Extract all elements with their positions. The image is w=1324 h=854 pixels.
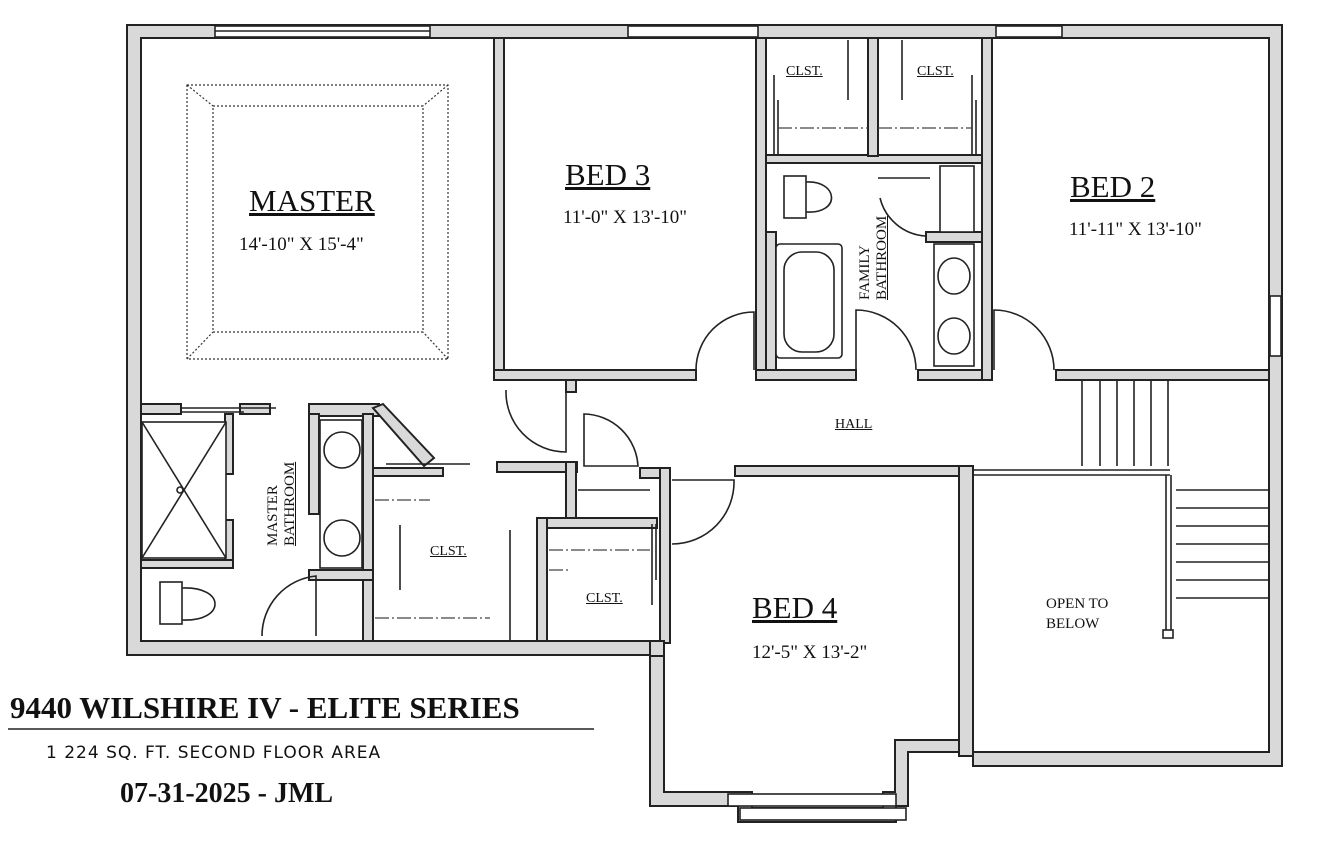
bed4-dims: 12'-5" X 13'-2" — [752, 642, 868, 663]
open-to-below-line2: BELOW — [1046, 616, 1100, 632]
closet-label-master: CLST. — [430, 544, 467, 559]
open-to-below-label: OPEN TO BELOW — [1046, 594, 1108, 634]
master-label: MASTER — [249, 183, 375, 218]
bed4-label: BED 4 — [752, 590, 838, 625]
bed3-dims: 11'-0" X 13'-10" — [563, 207, 688, 228]
closet-label-top-right: CLST. — [917, 64, 954, 79]
master-bathroom-line2: BATHROOM — [282, 461, 298, 546]
plan-title: 9440 WILSHIRE IV - ELITE SERIES — [10, 690, 520, 725]
doors — [181, 40, 1055, 637]
interior-walls — [140, 37, 1270, 757]
bed3-label: BED 3 — [565, 157, 651, 192]
family-bathroom-line1: FAMILY — [857, 245, 873, 300]
bed2-label: BED 2 — [1070, 169, 1156, 204]
closet-label-top-left: CLST. — [786, 64, 823, 79]
plan-area: 1 224 SQ. FT. SECOND FLOOR AREA — [46, 743, 382, 763]
stairs — [973, 380, 1268, 639]
tray-ceiling — [186, 84, 449, 360]
plan-date: 07-31-2025 - JML — [120, 778, 334, 809]
family-bathroom-line2: BATHROOM — [874, 215, 890, 300]
windows — [214, 25, 1282, 821]
master-bathroom-label: MASTER BATHROOM — [265, 462, 299, 546]
master-bathroom-line1: MASTER — [265, 485, 281, 546]
bed2-dims: 11'-11" X 13'-10" — [1069, 219, 1202, 240]
fixtures — [141, 165, 975, 625]
hall-label: HALL — [835, 417, 873, 432]
closet-label-bed4: CLST. — [586, 591, 623, 606]
master-dims: 14'-10" X 15'-4" — [239, 234, 364, 255]
open-to-below-line1: OPEN TO — [1046, 596, 1109, 612]
closet-shelves — [375, 127, 972, 640]
family-bathroom-label: FAMILY BATHROOM — [857, 216, 891, 300]
